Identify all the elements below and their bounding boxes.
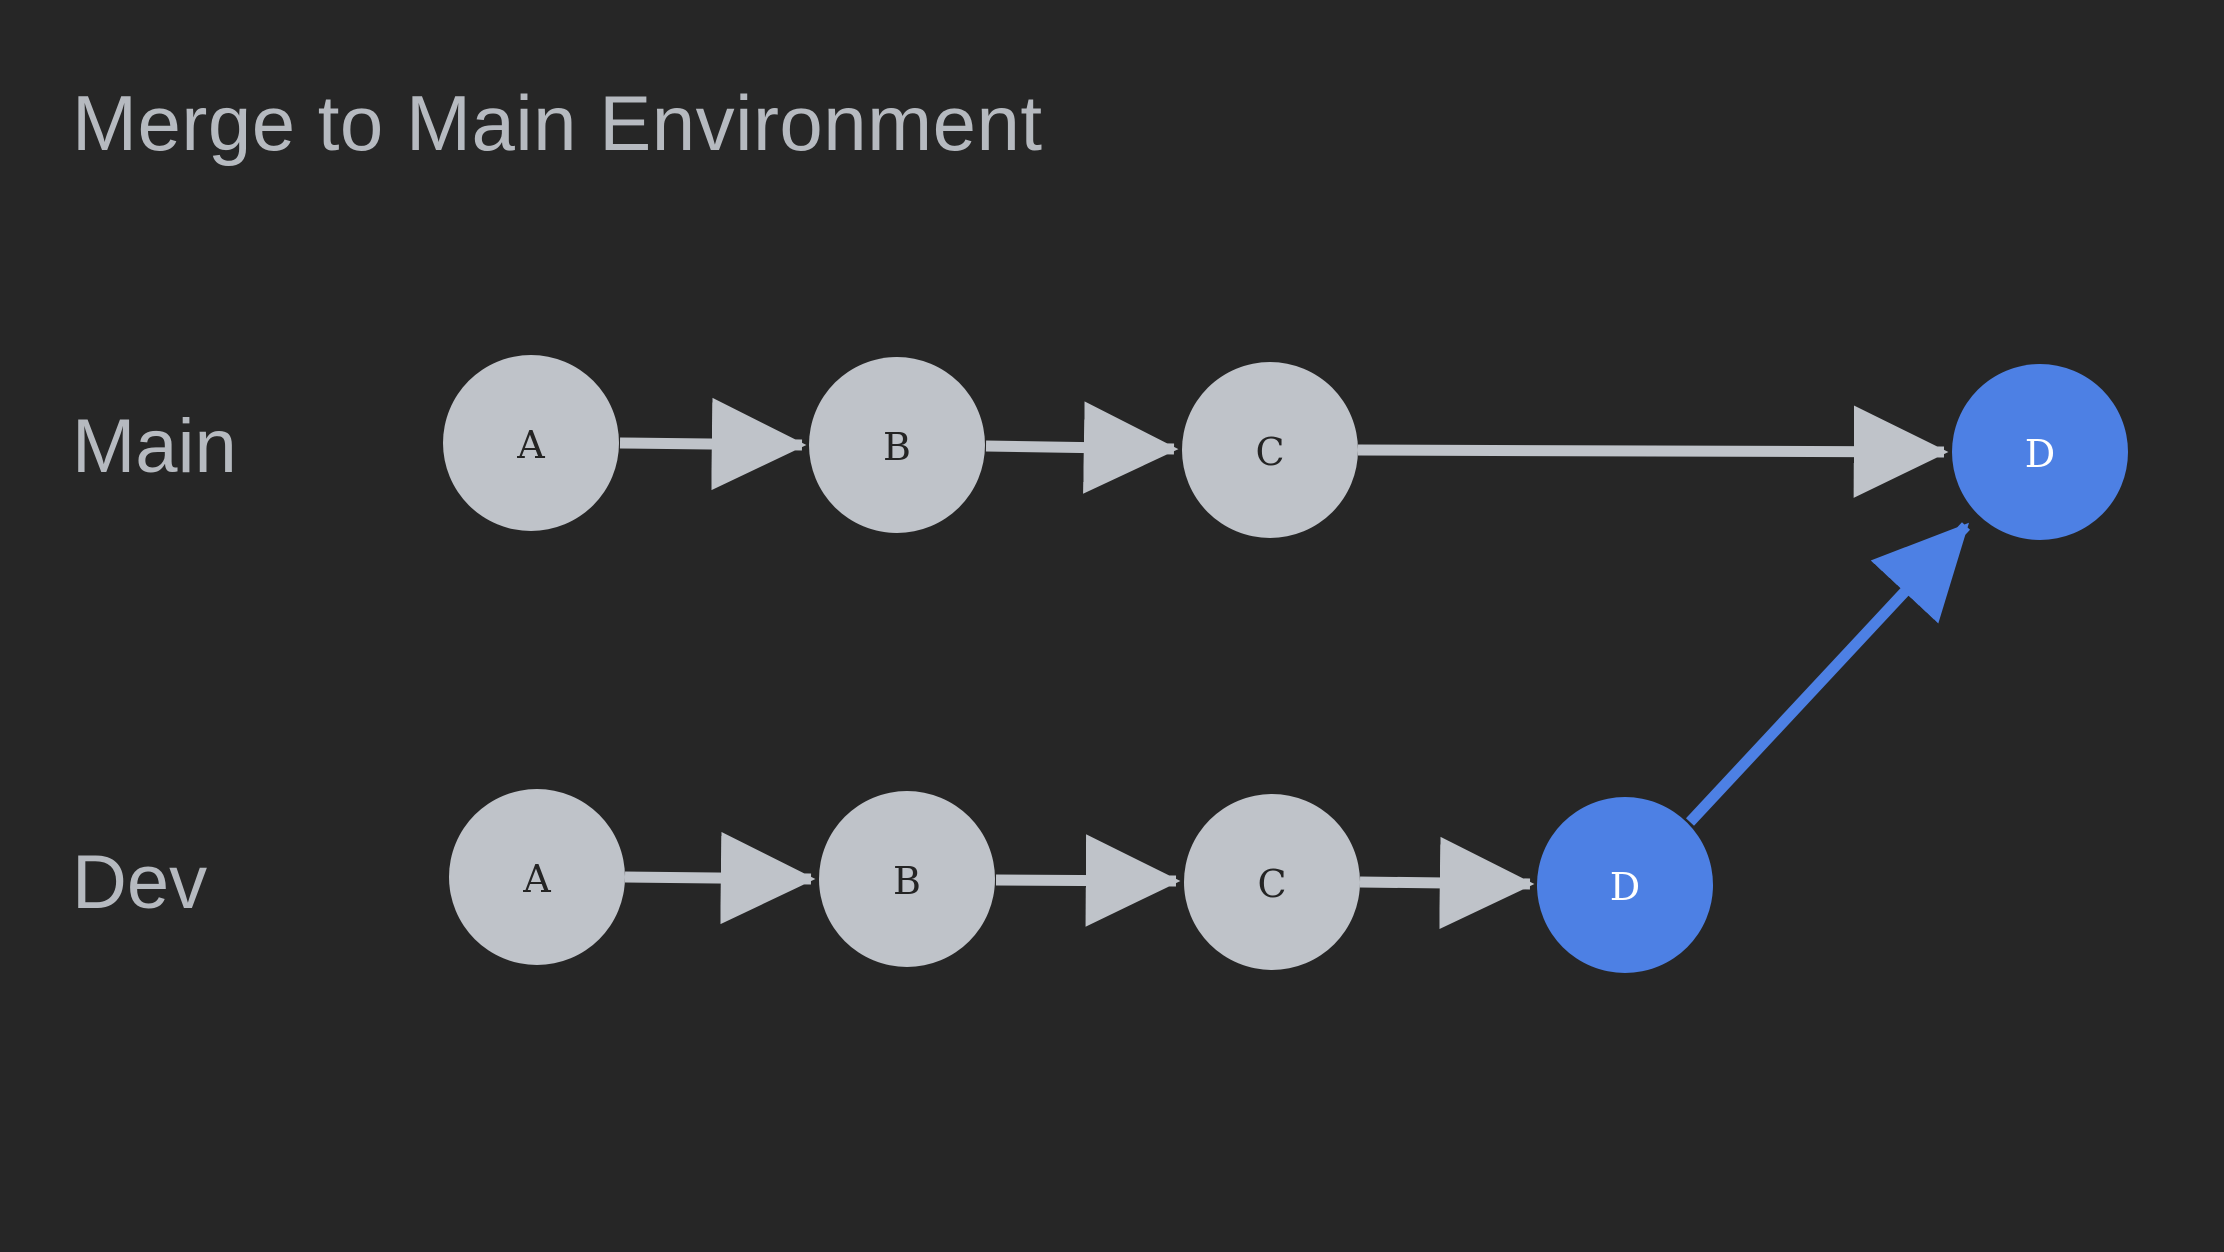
edge-dev-c-d: [1359, 836, 1535, 930]
node-dev-d[interactable]: D: [1537, 797, 1713, 973]
node-main-d[interactable]: D: [1952, 364, 2128, 540]
node-circle[interactable]: [809, 357, 985, 533]
edge-main-a-b: [619, 397, 807, 491]
node-main-c[interactable]: C: [1182, 362, 1358, 538]
node-label: D: [2025, 432, 2055, 476]
node-label: B: [893, 859, 921, 903]
page-title: Merge to Main Environment: [72, 79, 1043, 167]
edge-dev-b-c: [995, 834, 1181, 927]
merge-edges: [1685, 522, 1971, 826]
edges-main: [619, 397, 1949, 498]
node-circle[interactable]: [1182, 362, 1358, 538]
node-circle[interactable]: [1537, 797, 1713, 973]
node-circle[interactable]: [1184, 794, 1360, 970]
edge-merge-dev-d-to-main-d: [1685, 522, 1971, 826]
node-label: D: [1610, 865, 1640, 909]
row-main: Main A B C D: [72, 355, 2128, 540]
node-label: C: [1255, 430, 1284, 474]
node-label: C: [1257, 862, 1286, 906]
node-dev-c[interactable]: C: [1184, 794, 1360, 970]
row-label-main: Main: [72, 404, 237, 489]
node-dev-b[interactable]: B: [819, 791, 995, 967]
node-circle[interactable]: [1952, 364, 2128, 540]
node-main-a[interactable]: A: [443, 355, 619, 531]
node-label: A: [516, 423, 545, 467]
node-circle[interactable]: [449, 789, 625, 965]
row-dev: Dev A B C D: [72, 789, 1713, 973]
node-label: B: [883, 425, 911, 469]
row-label-dev: Dev: [72, 840, 207, 925]
edge-main-c-d: [1357, 405, 1949, 498]
node-circle[interactable]: [443, 355, 619, 531]
node-circle[interactable]: [819, 791, 995, 967]
node-main-b[interactable]: B: [809, 357, 985, 533]
edges-dev: [624, 831, 1535, 930]
node-label: A: [522, 857, 551, 901]
edge-dev-a-b: [624, 831, 816, 925]
edge-main-b-c: [985, 401, 1179, 494]
node-dev-a[interactable]: A: [449, 789, 625, 965]
